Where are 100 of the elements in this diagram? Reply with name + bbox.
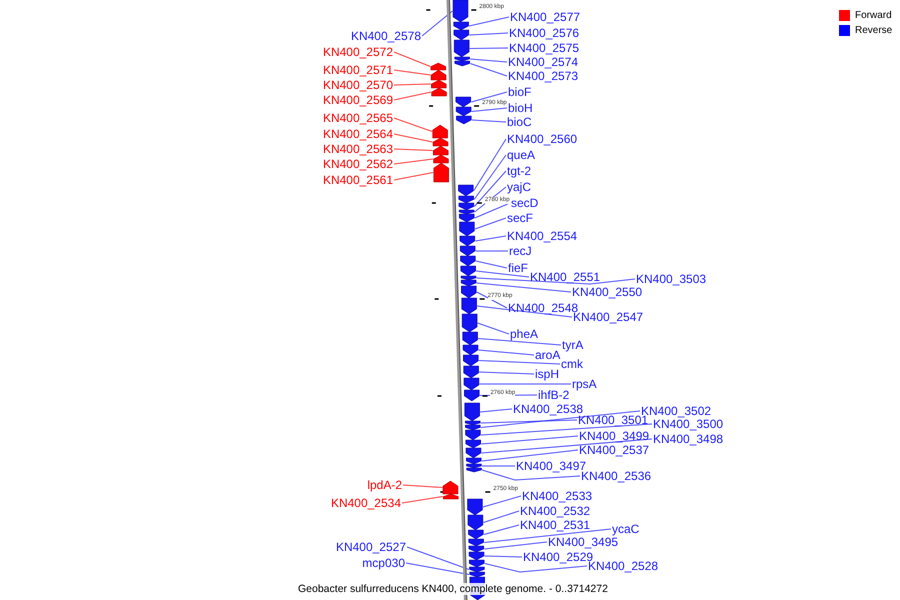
- leader-line: [468, 16, 510, 26]
- gene-label: KN400_2529: [523, 550, 594, 564]
- leader-line: [474, 236, 506, 242]
- gene-label: KN400_3499: [579, 429, 650, 443]
- gene-glyph: [460, 236, 476, 246]
- leader-line: [476, 282, 572, 292]
- gene-label: KN400_2560: [507, 132, 578, 146]
- gene-label: KN400_2551: [530, 270, 600, 284]
- leader-line: [478, 372, 534, 374]
- gene-label: KN400_2571: [322, 63, 393, 77]
- gene-glyph: [460, 266, 476, 276]
- gene-glyph: [464, 378, 480, 390]
- gene-glyph: [468, 530, 484, 540]
- gene-glyph: [466, 468, 482, 472]
- leader-line: [484, 563, 588, 572]
- gene-glyph: [458, 210, 474, 214]
- gene-label: KN400_2548: [508, 301, 578, 315]
- gene-glyph: [461, 286, 477, 298]
- gene-glyph: [456, 106, 472, 116]
- gene-glyph: [463, 354, 479, 366]
- gene-label: KN400_2576: [509, 26, 580, 40]
- leader-line: [478, 350, 534, 356]
- leader-line: [402, 496, 444, 504]
- gene-glyph: [465, 424, 481, 430]
- leader-line: [471, 108, 508, 112]
- gene-glyph: [469, 566, 485, 572]
- leader-line: [474, 202, 510, 218]
- leader-line: [476, 292, 508, 308]
- leader-line: [422, 10, 453, 36]
- gene-glyph: [432, 146, 448, 156]
- gene-label: KN400_2573: [508, 69, 578, 83]
- gene-label: KN400_2561: [322, 173, 393, 187]
- gene-label: KN400_2527: [336, 540, 406, 554]
- leader-line: [478, 338, 562, 346]
- gene-label: KN400_2572: [322, 45, 393, 59]
- gene-glyph: [431, 80, 447, 88]
- leader-line: [394, 52, 431, 67]
- gene-label: ihfB-2: [538, 388, 570, 402]
- gene-glyph: [432, 124, 448, 138]
- leader-line: [474, 218, 506, 230]
- leader-line: [475, 260, 508, 268]
- leader-line: [470, 63, 508, 76]
- leader-line: [470, 92, 508, 102]
- leader-line: [394, 118, 433, 132]
- leader-line: [470, 58, 508, 62]
- gene-label: rpsA: [572, 377, 597, 391]
- gene-label: KN400_2564: [322, 127, 393, 141]
- gene-glyph: [454, 40, 470, 58]
- gene-label: pheA: [510, 327, 538, 341]
- gene-glyph: [432, 138, 448, 146]
- leader-line: [468, 32, 508, 36]
- gene-label: ycaC: [612, 522, 640, 536]
- leader-line: [394, 148, 434, 151]
- leader-line: [475, 250, 508, 252]
- gene-label: KN400_2562: [322, 157, 393, 171]
- gene-glyph: [462, 314, 478, 332]
- gene-label: KN400_2578: [350, 29, 421, 43]
- gene-glyph: [465, 430, 481, 440]
- gene-label: KN400_2570: [322, 78, 393, 92]
- gene-glyph: [469, 560, 484, 568]
- gene-label: KN400_2532: [520, 504, 590, 518]
- leader-line: [480, 420, 578, 424]
- gene-glyph: [468, 546, 484, 552]
- leader-line: [473, 138, 506, 191]
- gene-glyph: [460, 280, 476, 286]
- gene-glyph: [458, 184, 474, 196]
- leader-line: [480, 436, 578, 444]
- gene-label: KN400_2569: [322, 93, 393, 107]
- leader-line: [394, 172, 434, 180]
- gene-label: KN400_3495: [548, 535, 618, 549]
- leader-line: [480, 424, 652, 436]
- gene-glyph: [468, 552, 484, 560]
- gene-glyph: [430, 70, 446, 80]
- gene-glyph: [458, 214, 474, 222]
- leader-line: [476, 278, 636, 284]
- gene-label: KN400_2537: [579, 443, 650, 457]
- gene-glyph: [431, 88, 447, 96]
- gene-label: bioC: [507, 115, 532, 129]
- gene-label: KN400_2575: [509, 41, 580, 55]
- leader-line: [474, 170, 506, 207]
- gene-label: KN400_3502: [641, 404, 712, 418]
- gene-label: KN400_2574: [508, 55, 578, 69]
- gene-label: KN400_3500: [653, 417, 724, 431]
- gene-label: KN400_2563: [322, 142, 393, 156]
- gene-label: queA: [507, 148, 536, 162]
- gene-label: bioH: [508, 101, 533, 115]
- leader-line: [484, 542, 548, 550]
- gene-glyph: [460, 256, 476, 266]
- gene-glyph: [468, 514, 484, 530]
- gene-glyph: [430, 62, 446, 70]
- gene-label: KN400_3498: [653, 432, 724, 446]
- leader-line: [480, 410, 640, 428]
- leader-line: [394, 70, 432, 76]
- gene-label: KN400_2565: [322, 111, 393, 125]
- leader-line: [474, 154, 506, 200]
- leader-line: [394, 158, 434, 164]
- leader-line: [394, 134, 433, 142]
- leader-line: [402, 484, 443, 488]
- gene-glyph: [461, 298, 477, 314]
- gene-label: mcp030: [362, 556, 405, 570]
